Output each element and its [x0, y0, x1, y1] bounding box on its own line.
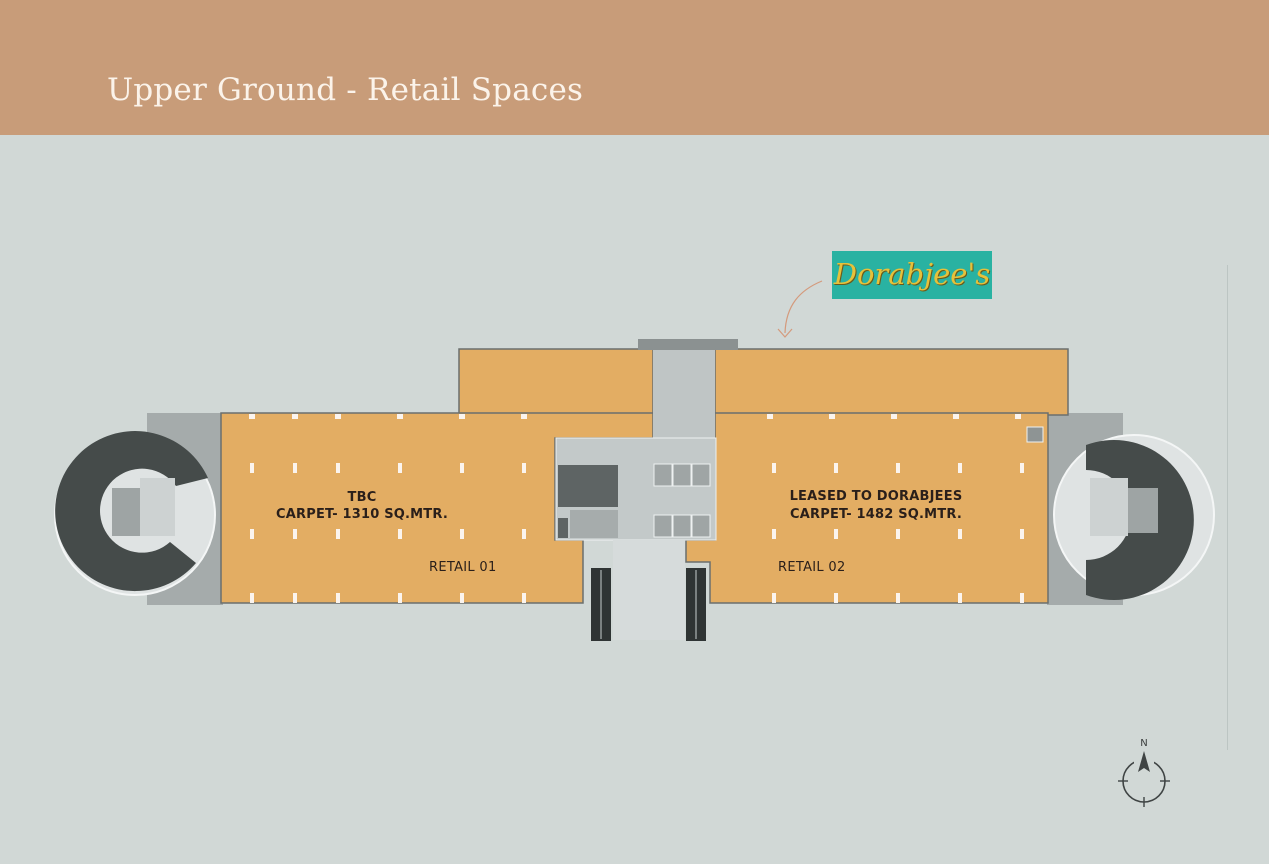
page-title: Upper Ground - Retail Spaces [107, 72, 584, 108]
dorabjees-logo: Dorabjee's [832, 251, 992, 299]
dorabjees-logo-text: Dorabjee's [833, 257, 991, 291]
entrance-plaza [613, 540, 685, 640]
right-ramp [1053, 434, 1215, 600]
retail-01-area: CARPET- 1310 SQ.MTR. [276, 507, 448, 522]
logo-pointer-arrow [784, 280, 823, 334]
boundary-line [1227, 265, 1228, 750]
compass-north-label: N [1140, 738, 1148, 749]
retail-02-name: RETAIL 02 [778, 560, 846, 575]
top-canopy [638, 339, 738, 350]
retail-02-upper-wing [714, 348, 1069, 416]
retail-02-area: CARPET- 1482 SQ.MTR. [790, 507, 962, 522]
lift-shafts [653, 463, 711, 538]
retail-01-name: RETAIL 01 [429, 560, 497, 575]
retail-02-status: LEASED TO DORABJEES [789, 489, 963, 504]
retail-01-upper-wing [458, 348, 654, 416]
header-banner: Upper Ground - Retail Spaces [0, 0, 1269, 135]
left-ramp [54, 431, 216, 596]
compass: N [1112, 738, 1176, 810]
compass-icon [1118, 751, 1170, 807]
retail-01-status: TBC [347, 490, 377, 505]
columns [249, 414, 1024, 603]
